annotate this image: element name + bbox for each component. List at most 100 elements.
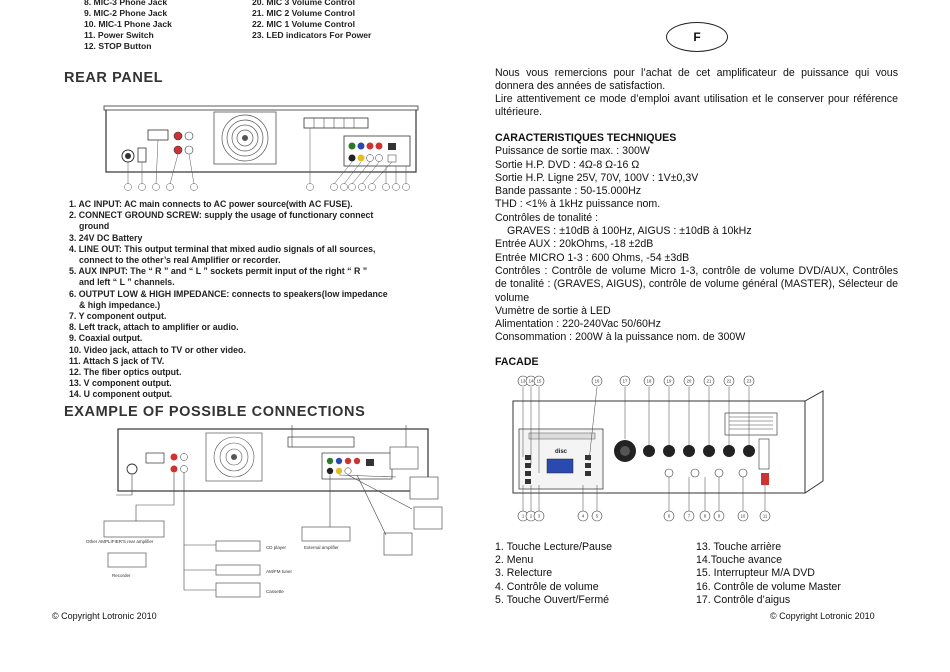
legend-item: 17. Contrôle d’aigus [696,593,791,606]
list-item: 8. MIC-3 Phone Jack [84,0,168,7]
facade-heading: FACADE [495,356,539,368]
list-item: 21. MIC 2 Volume Control [252,8,355,18]
language-badge: F [666,22,728,52]
legend-item: 15. Interrupteur M/A DVD [696,567,815,580]
rear-item-continuation: & high impedance.) [79,299,161,310]
top-list-column-2: 20. MIC 3 Volume Control 21. MIC 2 Volum… [252,0,371,41]
technical-specs: CARACTERISTIQUES TECHNIQUES Puissance de… [495,132,898,345]
legend-item: 4. Contrôle de volume [495,580,599,593]
callout-number: 15 [537,379,542,384]
legend-item: 1. Touche Lecture/Pause [495,541,613,553]
list-item: 12. STOP Button [84,41,152,51]
callout-number: 2 [530,514,533,519]
legend-item: 5. Touche Ouvert/Fermé [495,593,610,606]
spec-line: Entrée AUX : 20kOhms, -18 ±2dB [495,238,654,251]
rear-item: 10. Video jack, attach to TV or other vi… [69,344,246,355]
callout-number: 22 [727,379,732,384]
copyright-left: © Copyright Lotronic 2010 [52,611,157,621]
rear-item: 9. Coaxial output. [69,333,143,344]
callout-number: 6 [668,514,671,519]
example-connections-diagram: Other AMPLIFIER'S rear amplifier Recorde… [86,425,443,598]
legend-column-1: 1. Touche Lecture/Pause 2. Menu 3. Relec… [495,541,612,607]
spec-line: Contrôles de tonalité : [495,211,599,224]
rear-item-continuation: connect to the other’s real Amplifier or… [79,255,281,266]
top-list-column-1: 8. MIC-3 Phone Jack 9. MIC-2 Phone Jack … [84,0,172,52]
intro-text: Nous vous remercions pour l’achat de cet… [495,67,898,119]
fan-icon [213,111,277,165]
spec-line: Alimentation : 220-240Vac 50/60Hz [495,318,661,331]
rear-item: 5. AUX INPUT: The “ R ” and “ L ” socket… [69,266,368,277]
callout-number: 7 [688,514,691,519]
legend-item: 2. Menu [495,554,534,567]
list-item: 10. MIC-1 Phone Jack [84,19,172,29]
callout-number: 16 [595,379,600,384]
device-label: Recorder [112,573,131,578]
callout-number: 23 [747,379,752,384]
device-label: AM/FM tuner [266,569,293,574]
rear-item: 7. Y component output. [69,311,167,322]
device-label: Cassette [266,589,284,594]
spec-line: THD : <1% à 1kHz puissance nom. [495,198,661,211]
list-item: 11. Power Switch [84,30,154,40]
spec-line-tone: GRAVES : ±10dB à 100Hz, AIGUS : ±10dB à … [507,225,752,238]
callout-number: 5 [596,514,599,519]
spec-line: Puissance de sortie max. : 300W [495,145,650,158]
callout-number: 8 [704,514,707,519]
intro-paragraph: Lire attentivement ce mode d’emploi avan… [495,93,898,118]
callout-number: 13 [521,379,526,384]
rear-item: 1. AC INPUT: AC main connects to AC powe… [69,199,353,209]
list-item: 9. MIC-2 Phone Jack [84,8,168,18]
legend-item: 13. Touche arrière [696,541,782,553]
spec-line: Contrôles : Contrôle de volume Micro 1-3… [495,264,898,304]
callout-number: 10 [741,514,746,519]
rear-item: 4. LINE OUT: This output terminal that m… [69,243,376,254]
callout-number: 19 [667,379,672,384]
rear-item: 13. V component output. [69,378,172,389]
callout-number: 9 [718,514,721,519]
spec-line: Sortie H.P. DVD : 4Ω-8 Ω-16 Ω [495,158,640,171]
callout-number: 11 [763,514,768,519]
rear-panel-diagram [103,105,419,191]
rear-item: 6. OUTPUT LOW & HIGH IMPEDANCE: connects… [69,288,388,299]
legend-item: 16. Contrôle de volume Master [696,580,841,593]
rear-item: 8. Left track, attach to amplifier or au… [69,322,239,333]
rear-item: 3. 24V DC Battery [69,232,143,243]
specs-title: CARACTERISTIQUES TECHNIQUES [495,132,677,144]
disc-label: disc [555,449,568,455]
list-item: 20. MIC 3 Volume Control [252,0,355,7]
spec-line: Entrée MICRO 1-3 : 600 Ohms, -54 ±3dB [495,251,690,264]
callout-number: 17 [623,379,628,384]
device-label: CD player [266,545,287,550]
callout-number: 3 [538,514,541,519]
left-page: 8. MIC-3 Phone Jack 9. MIC-2 Phone Jack … [52,0,464,621]
spec-line: Vumètre de sortie à LED [495,304,611,317]
callout-number: 4 [582,514,585,519]
rear-panel-description: 1. AC INPUT: AC main connects to AC powe… [69,199,464,401]
front-panel-diagram: disc 13 14 15 16 17 18 [512,375,824,522]
device-label: Other AMPLIFIER'S rear amplifier [86,539,154,544]
spec-line: Sortie H.P. Ligne 25V, 70V, 100V : 1V±0,… [495,171,699,184]
callout-number: 20 [687,379,692,384]
callout-number: 18 [647,379,652,384]
rear-item: 12. The fiber optics output. [69,367,182,378]
rear-item-continuation: ground [79,221,110,232]
spec-line: Consommation : 200W à la puissance nom. … [495,331,746,344]
callout-number: 14 [529,379,534,384]
example-connections-heading: EXAMPLE OF POSSIBLE CONNECTIONS [64,404,366,420]
spec-line: Bande passante : 50-15.000Hz [495,185,642,198]
legend-item: 3. Relecture [495,567,553,580]
rear-item: 2. CONNECT GROUND SCREW: supply the usag… [69,210,374,221]
intro-paragraph: Nous vous remercions pour l’achat de cet… [495,67,898,92]
rear-item: 14. U component output. [69,389,173,400]
copyright-right: © Copyright Lotronic 2010 [770,611,875,621]
rear-item-continuation: and left “ L ” channels. [79,277,175,288]
fan-icon [205,432,263,482]
legend-item: 14.Touche avance [696,554,782,567]
list-item: 23. LED indicators For Power [252,30,372,40]
device-label: External amplifier [304,545,339,550]
rear-panel-heading: REAR PANEL [64,70,164,86]
callout-number: 21 [707,379,712,384]
legend-column-2: 13. Touche arrière 14.Touche avance 15. … [696,541,841,607]
callout-number: 1 [522,514,525,519]
rear-item: 11. Attach S jack of TV. [69,355,165,366]
